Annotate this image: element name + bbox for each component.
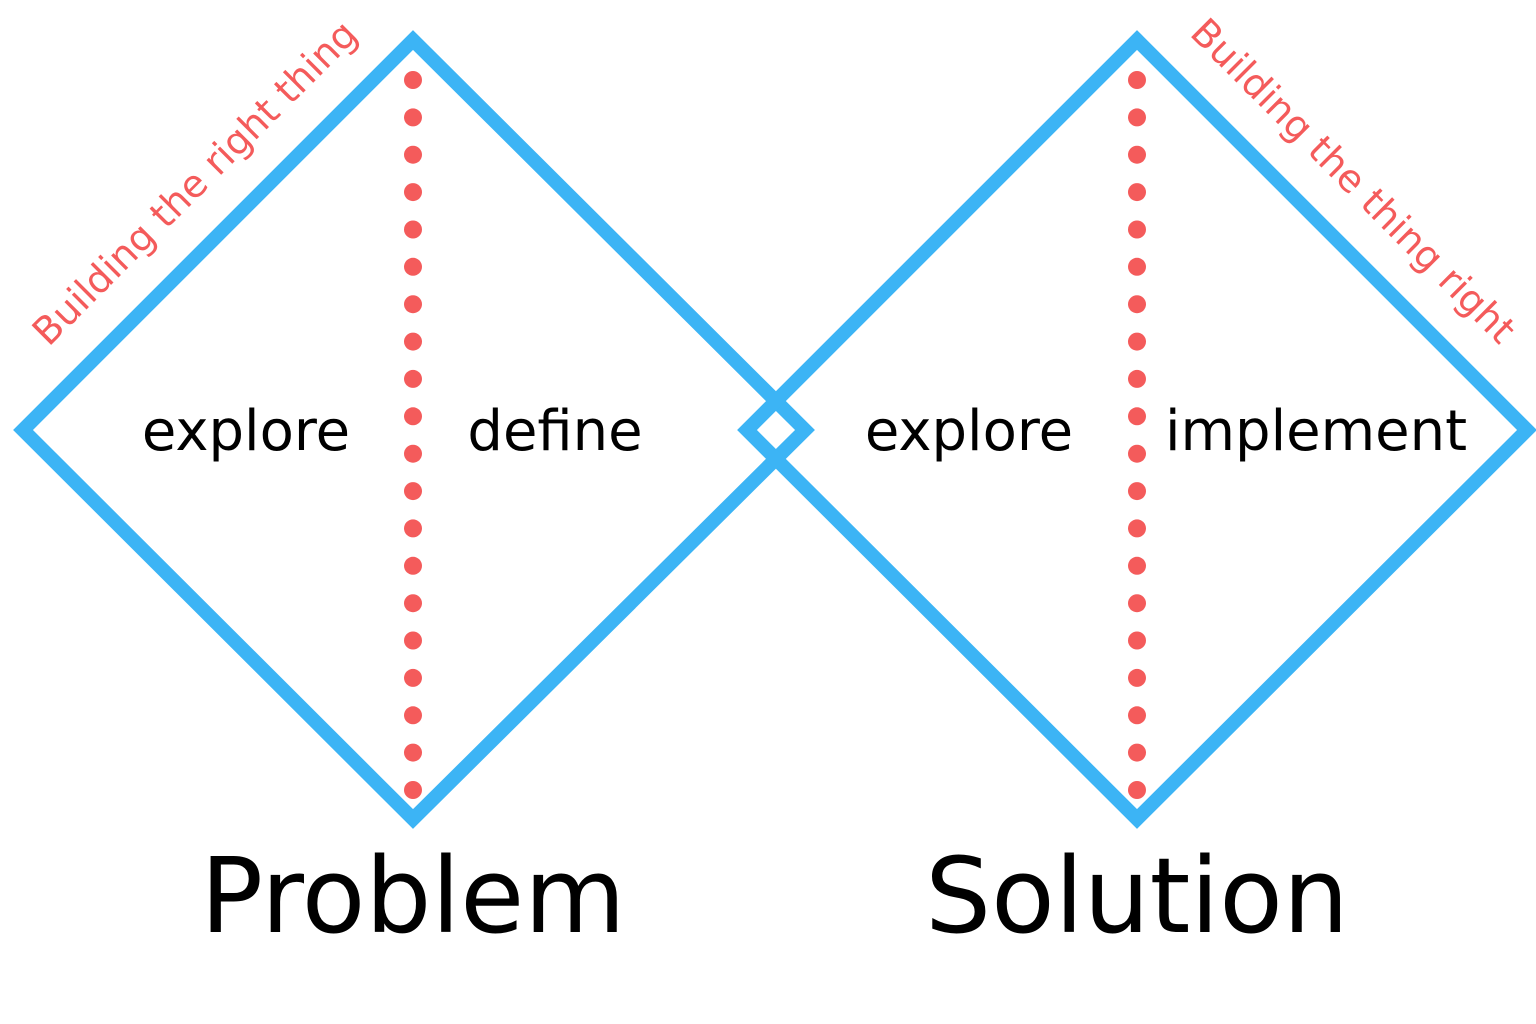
- solution-divider-dot: [1128, 183, 1146, 202]
- problem-divider-dot: [404, 369, 422, 388]
- problem-divider-dot: [404, 706, 422, 725]
- solution-divider-dot: [1128, 257, 1146, 276]
- problem-left-phase-label: explore: [142, 399, 350, 464]
- solution-diamond-outline: [737, 30, 1536, 829]
- problem-divider-dot: [404, 295, 422, 314]
- problem-divider-dot: [404, 71, 422, 89]
- solution-divider-dot: [1128, 668, 1146, 687]
- problem-side-note: Building the right thing: [24, 12, 366, 354]
- solution-divider-dot: [1128, 706, 1146, 725]
- solution-divider-dot: [1128, 781, 1146, 799]
- problem-divider-dot: [404, 482, 422, 501]
- solution-divider-dot: [1128, 295, 1146, 314]
- solution-right-phase-label: implement: [1165, 399, 1467, 464]
- problem-diamond: explore define Building the right thing …: [13, 12, 815, 957]
- problem-divider-dot: [404, 108, 422, 127]
- solution-divider-dots: [1128, 71, 1146, 799]
- solution-divider-dot: [1128, 369, 1146, 388]
- problem-divider-dots: [404, 71, 422, 799]
- problem-divider-dot: [404, 407, 422, 426]
- problem-divider-dot: [404, 668, 422, 687]
- solution-divider-dot: [1128, 444, 1146, 463]
- solution-diamond: explore implement Building the thing rig…: [737, 10, 1536, 957]
- solution-side-note: Building the thing right: [1182, 10, 1524, 352]
- solution-divider-dot: [1128, 482, 1146, 501]
- solution-divider-dot: [1128, 519, 1146, 538]
- problem-right-phase-label: define: [467, 399, 642, 464]
- solution-divider-dot: [1128, 556, 1146, 575]
- solution-divider-dot: [1128, 71, 1146, 89]
- problem-divider-dot: [404, 257, 422, 276]
- solution-left-phase-label: explore: [865, 399, 1073, 464]
- problem-diamond-outline: [13, 30, 815, 829]
- solution-title: Solution: [925, 835, 1349, 957]
- problem-divider-dot: [404, 220, 422, 239]
- solution-divider-dot: [1128, 220, 1146, 239]
- problem-divider-dot: [404, 444, 422, 463]
- problem-divider-dot: [404, 781, 422, 799]
- problem-divider-dot: [404, 556, 422, 575]
- solution-divider-dot: [1128, 145, 1146, 164]
- problem-divider-dot: [404, 594, 422, 613]
- solution-divider-dot: [1128, 743, 1146, 762]
- problem-title: Problem: [200, 835, 625, 957]
- problem-divider-dot: [404, 631, 422, 650]
- problem-divider-dot: [404, 519, 422, 538]
- problem-divider-dot: [404, 145, 422, 164]
- problem-divider-dot: [404, 332, 422, 351]
- solution-divider-dot: [1128, 332, 1146, 351]
- solution-divider-dot: [1128, 108, 1146, 127]
- problem-divider-dot: [404, 743, 422, 762]
- solution-divider-dot: [1128, 631, 1146, 650]
- solution-divider-dot: [1128, 407, 1146, 426]
- solution-divider-dot: [1128, 594, 1146, 613]
- problem-divider-dot: [404, 183, 422, 202]
